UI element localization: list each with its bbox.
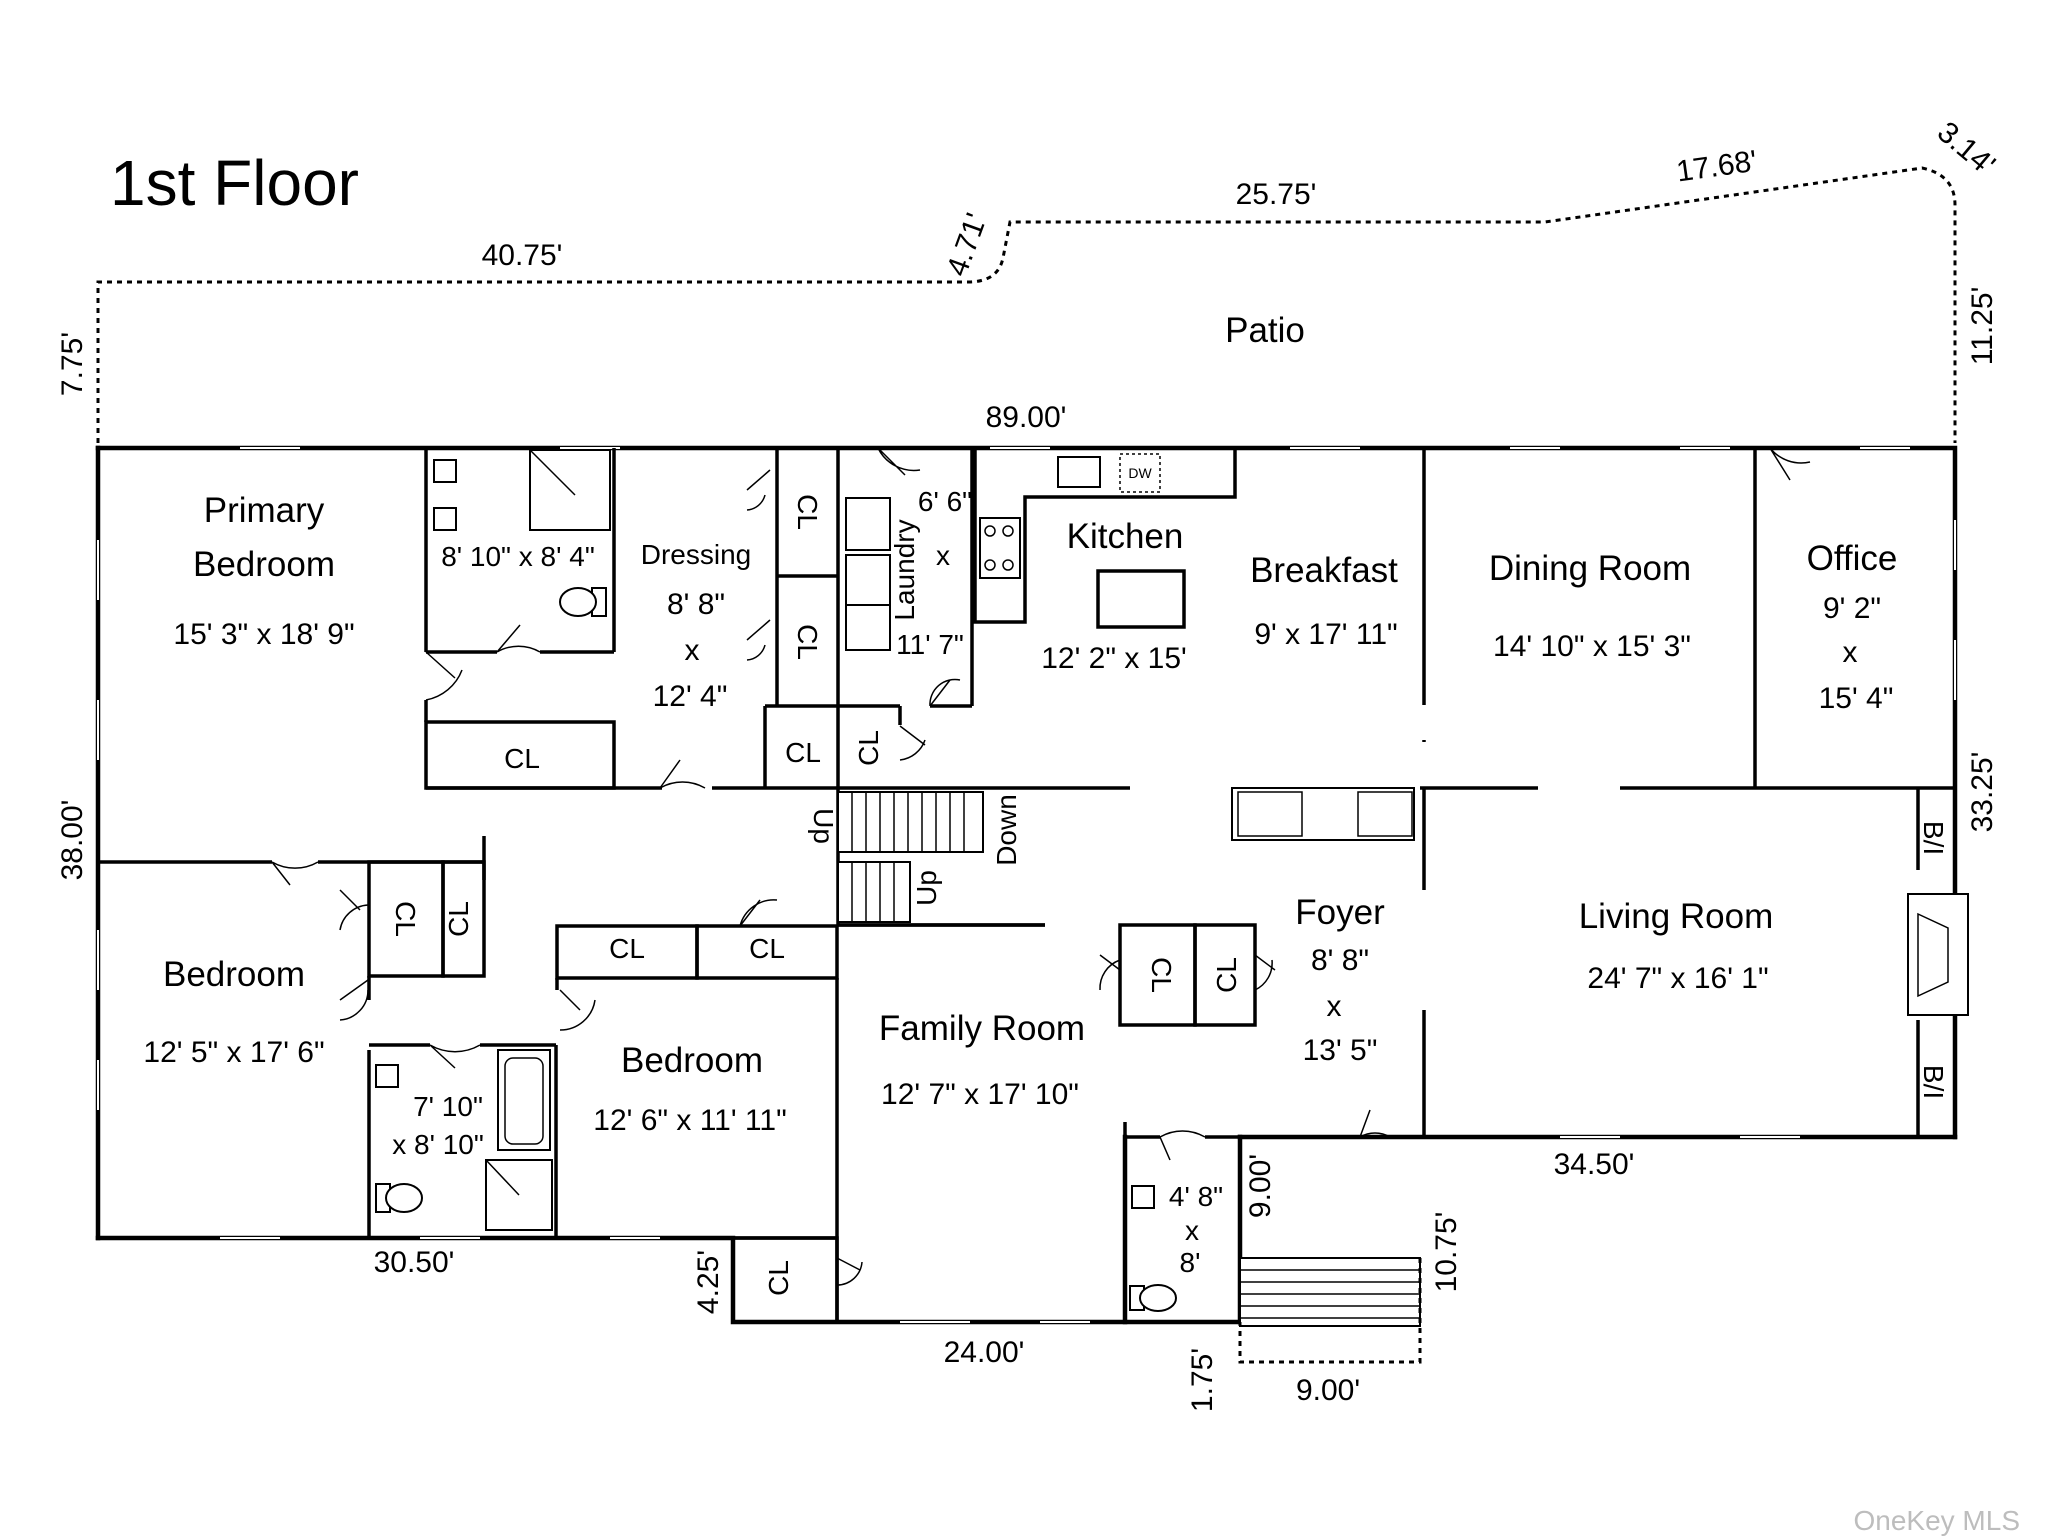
office-dim-1: 9' 2" [1823, 592, 1881, 625]
foyer-label: Foyer [1295, 893, 1385, 932]
patio-label: Patio [1225, 311, 1305, 350]
builtin-label: B/I [1918, 821, 1949, 855]
laundry-label: Laundry [889, 519, 920, 620]
dim-89-00: 89.00' [986, 401, 1067, 434]
closet-label: CL [785, 737, 821, 768]
powder-dim-x: x [1185, 1215, 1199, 1246]
office-dim-x: x [1843, 636, 1858, 669]
closet-label: CL [763, 1260, 794, 1296]
foyer-dim-x: x [1327, 990, 1342, 1023]
dim-9-00-vertical: 9.00' [1244, 1154, 1277, 1218]
breakfast-dim: 9' x 17' 11" [1254, 618, 1397, 651]
dim-10-75: 10.75' [1430, 1212, 1463, 1293]
family-room-label: Family Room [879, 1009, 1085, 1048]
dim-1-75: 1.75' [1186, 1348, 1219, 1412]
dim-40-75: 40.75' [482, 239, 563, 272]
dim-11-25: 11.25' [1966, 287, 1999, 366]
primary-bath-dim: 8' 10" x 8' 4" [441, 541, 595, 572]
interior-walls [98, 448, 1955, 1322]
kitchen-label: Kitchen [1067, 517, 1184, 556]
stairs-up-label: Up [808, 808, 839, 844]
foyer-dim-2: 13' 5" [1303, 1034, 1378, 1067]
dim-4-71: 4.71' [941, 209, 994, 281]
foyer-dim-1: 8' 8" [1311, 944, 1369, 977]
primary-bedroom-label-1: Primary [204, 491, 325, 530]
dressing-dim-1: 8' 8" [667, 588, 725, 621]
closet-label: CL [609, 933, 645, 964]
dim-3-14: 3.14' [1931, 115, 2001, 181]
dim-4-25: 4.25' [692, 1250, 725, 1314]
dim-24-00: 24.00' [944, 1336, 1025, 1369]
page-title: 1st Floor [110, 147, 359, 219]
powder-dim-1: 4' 8" [1169, 1181, 1223, 1212]
family-room-dim: 12' 7" x 17' 10" [881, 1078, 1079, 1111]
primary-bedroom-label-2: Bedroom [193, 545, 335, 584]
kitchen-dim: 12' 2" x 15' [1041, 642, 1187, 675]
laundry-dim-2: 11' 7" [896, 629, 964, 660]
closet-label: CL [853, 730, 884, 766]
dressing-dim-x: x [685, 634, 700, 667]
bath-left-dim-1: 7' 10" [413, 1091, 483, 1122]
closet-label: CL [749, 933, 785, 964]
office-dim-2: 15' 4" [1819, 682, 1894, 715]
dishwasher-label: DW [1128, 465, 1152, 481]
builtin-label: B/I [1918, 1065, 1949, 1099]
dim-17-68: 17.68' [1674, 145, 1759, 189]
dim-33-25: 33.25' [1966, 752, 1999, 833]
stairs [837, 791, 984, 923]
primary-bedroom-dim: 15' 3" x 18' 9" [173, 618, 354, 651]
patio-outline [96, 166, 1957, 443]
breakfast-label: Breakfast [1250, 551, 1398, 590]
dressing-label: Dressing [641, 539, 751, 570]
bedroom-mid-label: Bedroom [621, 1041, 763, 1080]
stairs-down-label: Down [991, 794, 1022, 866]
closet-label: CL [1211, 957, 1242, 993]
closet-label: CL [1146, 957, 1177, 993]
closet-label: CL [792, 624, 823, 660]
living-room-label: Living Room [1579, 897, 1774, 936]
closet-label: CL [504, 743, 540, 774]
watermark: OneKey MLS [1853, 1505, 2020, 1536]
dining-room-label: Dining Room [1489, 549, 1691, 588]
dim-25-75: 25.75' [1236, 178, 1317, 211]
bath-left-dim-2: x 8' 10" [392, 1129, 484, 1160]
dim-30-50: 30.50' [374, 1246, 455, 1279]
dressing-dim-2: 12' 4" [653, 680, 728, 713]
fixtures: DW [375, 449, 1969, 1364]
laundry-dim-x: x [936, 540, 950, 571]
bedroom-left-label: Bedroom [163, 955, 305, 994]
laundry-dim-1: 6' 6" [918, 486, 972, 517]
closet-label: CL [443, 901, 474, 937]
bedroom-left-dim: 12' 5" x 17' 6" [143, 1036, 324, 1069]
door-swings [271, 447, 1811, 1286]
closet-label: CL [792, 494, 823, 530]
living-room-dim: 24' 7" x 16' 1" [1587, 962, 1768, 995]
stairs-up-label: Up [911, 870, 942, 906]
office-label: Office [1807, 539, 1898, 578]
dim-38-00: 38.00' [56, 800, 89, 881]
dim-9-00-horizontal: 9.00' [1296, 1374, 1360, 1407]
windows [97, 447, 1956, 1323]
dim-7-75: 7.75' [56, 332, 89, 396]
bedroom-mid-dim: 12' 6" x 11' 11" [593, 1104, 786, 1137]
closet-label: CL [390, 901, 421, 937]
dim-34-50: 34.50' [1554, 1148, 1635, 1181]
powder-dim-2: 8' [1180, 1247, 1201, 1278]
dining-room-dim: 14' 10" x 15' 3" [1493, 630, 1691, 663]
